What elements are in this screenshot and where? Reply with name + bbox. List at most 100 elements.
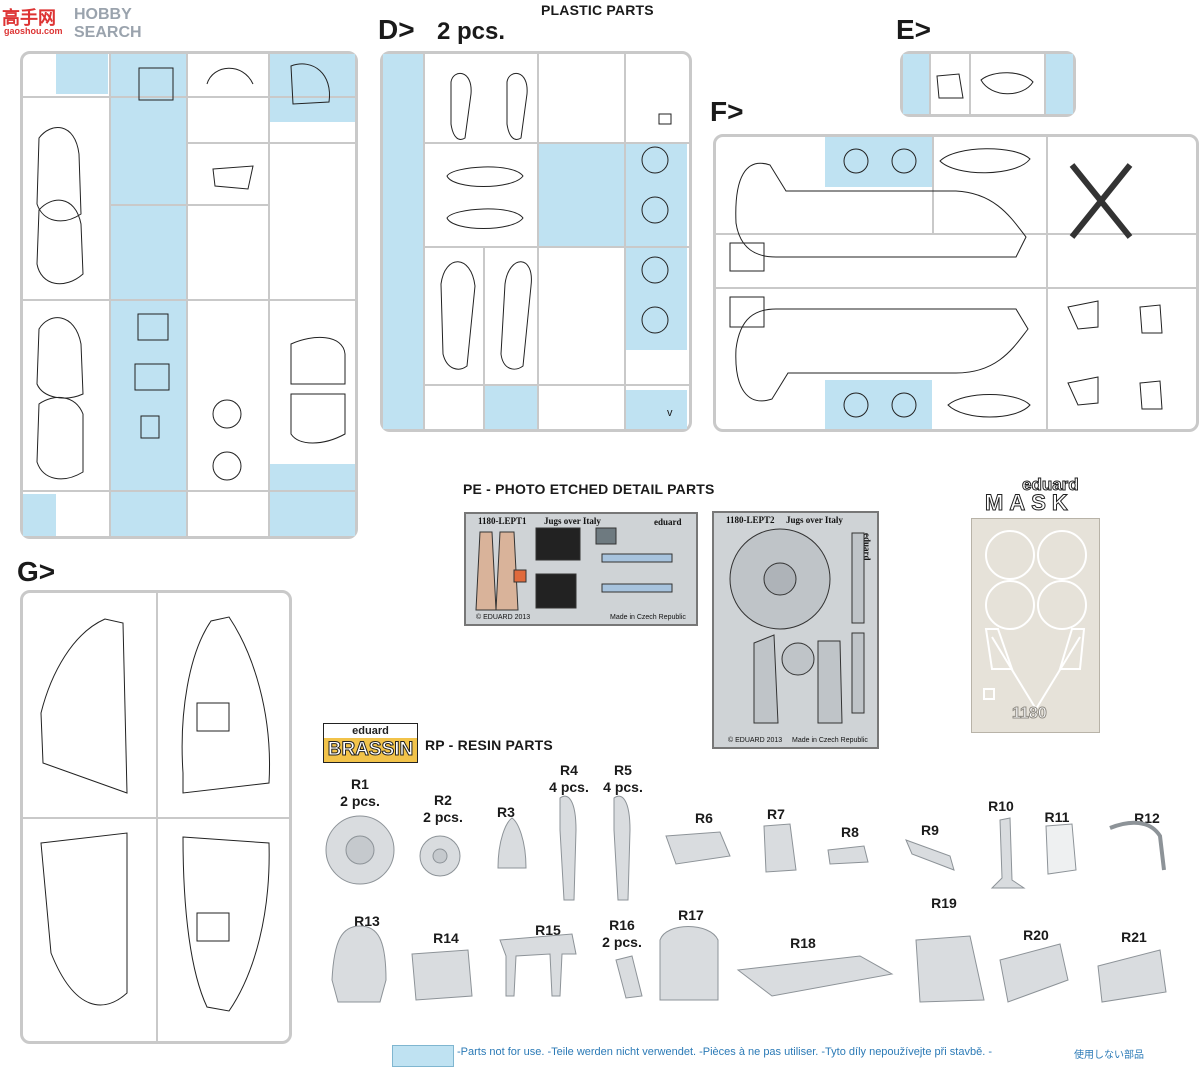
resin-label-r9: R9	[912, 822, 948, 839]
sprue-d-count: 2 pcs.	[437, 18, 506, 45]
sprue-left-parts	[36, 63, 346, 481]
sprue-d-letter: D>	[378, 14, 415, 45]
resin-id: R15	[535, 922, 561, 938]
resin-r21	[1097, 949, 1167, 1003]
resin-r17	[659, 926, 719, 1001]
watermark: 高手网 HOBBY SEARCH gaoshou.com	[0, 0, 170, 41]
pe-fret-1-code: 1180-LEPT1	[478, 516, 527, 526]
resin-r10	[990, 817, 1026, 889]
resin-label-r14: R14	[423, 930, 469, 947]
resin-id: R20	[1023, 927, 1049, 943]
resin-r8	[827, 845, 869, 865]
resin-id: R10	[988, 798, 1014, 814]
resin-id: R14	[433, 930, 459, 946]
mask-number: 1180	[1012, 705, 1048, 723]
resin-r6	[665, 831, 731, 865]
resin-id: R16	[609, 917, 635, 933]
resin-r7	[763, 823, 797, 873]
resin-qty: 2 pcs.	[340, 793, 380, 809]
resin-qty: 2 pcs.	[423, 809, 463, 825]
resin-label-r13: R13	[344, 913, 390, 930]
pe-fret-2-name: Jugs over Italy	[786, 515, 843, 525]
brassin-brand: eduard	[324, 724, 417, 738]
resin-r13-seat	[331, 925, 387, 1003]
unused-part-area	[825, 137, 932, 187]
unused-part-area	[56, 54, 108, 94]
unused-part-area	[825, 380, 932, 429]
resin-label-r3: R3	[488, 804, 524, 821]
resin-label-r18: R18	[780, 935, 826, 952]
mask-title: MASK	[985, 490, 1074, 516]
watermark-text: HOBBY SEARCH	[74, 6, 142, 41]
resin-id: R13	[354, 913, 380, 929]
resin-label-r20: R20	[1013, 927, 1059, 944]
resin-r14	[411, 949, 473, 1001]
resin-id: R3	[497, 804, 515, 820]
resin-qty: 2 pcs.	[602, 934, 642, 950]
resin-id: R19	[931, 895, 957, 911]
legend-text: -Parts not for use. -Teile werden nicht …	[457, 1046, 992, 1058]
resin-id: R6	[695, 810, 713, 826]
sprue-e	[900, 51, 1076, 117]
resin-r11	[1045, 823, 1077, 875]
resin-r5-blade	[613, 795, 631, 901]
resin-label-r8: R8	[832, 824, 868, 841]
resin-id: R1	[351, 776, 369, 792]
sprue-left	[20, 51, 358, 539]
unused-part-area	[624, 390, 687, 429]
resin-label-r19: R19	[921, 895, 967, 912]
resin-r4-blade	[559, 795, 577, 901]
resin-r18	[736, 955, 894, 997]
sprue-e-parts	[936, 72, 1034, 99]
resin-r16	[615, 955, 643, 999]
unused-part-area	[23, 494, 56, 536]
unused-part-area	[1044, 54, 1073, 114]
sprue-f	[713, 134, 1199, 432]
plastic-parts-title: PLASTIC PARTS	[541, 2, 654, 18]
mask-shapes	[983, 530, 1087, 711]
pe-fret-1-brand: eduard	[654, 517, 682, 527]
pe-fret-1-made-in: Made in Czech Republic	[610, 614, 686, 621]
resin-id: R4	[560, 762, 578, 778]
resin-parts-drawing	[325, 795, 1167, 1003]
resin-label-r15: R15	[525, 922, 571, 939]
resin-r12	[1109, 820, 1166, 871]
resin-r3-spinner	[497, 817, 527, 869]
pe-fret-2-parts	[729, 528, 865, 724]
resin-label-r21: R21	[1111, 929, 1157, 946]
resin-r9	[905, 839, 955, 871]
resin-id: R11	[1044, 809, 1070, 825]
resin-id: R17	[678, 907, 704, 923]
resin-qty: 4 pcs.	[603, 779, 643, 795]
sprue-g	[20, 590, 292, 1044]
sprue-g-parts	[40, 616, 270, 1012]
brassin-logo: eduard BRASSIN	[323, 723, 418, 763]
unused-part-area	[903, 54, 929, 114]
pe-fret-1-name: Jugs over Italy	[544, 516, 601, 526]
resin-label-r11: R11	[1036, 809, 1078, 826]
sprue-d: v	[380, 51, 692, 432]
pe-fret-2-copyright: © EDUARD 2013	[728, 737, 783, 744]
unused-part-area	[110, 54, 186, 536]
watermark-logo: 高手网	[2, 8, 56, 28]
legend-swatch	[392, 1045, 454, 1067]
resin-id: R7	[767, 806, 785, 822]
resin-r15	[499, 933, 577, 997]
legend-japanese: 使用しない部品	[1074, 1050, 1144, 1061]
resin-id: R21	[1121, 929, 1147, 945]
resin-id: R8	[841, 824, 859, 840]
pe-title: PE - PHOTO ETCHED DETAIL PARTS	[463, 481, 715, 497]
unused-part-area	[269, 464, 355, 536]
unused-part-area	[537, 142, 687, 246]
resin-qty: 4 pcs.	[549, 779, 589, 795]
pe-fret-1: 1180-LEPT1 Jugs over Italy eduard © EDUA…	[464, 512, 698, 626]
pe-fret-1-copyright: © EDUARD 2013	[476, 614, 531, 621]
brassin-title: BRASSIN	[327, 739, 414, 761]
sprue-d-parts	[440, 72, 672, 370]
watermark-sub: gaoshou.com	[4, 26, 63, 36]
resin-label-r7: R7	[758, 806, 794, 823]
pe-fret-2-brand: eduard	[862, 533, 872, 561]
